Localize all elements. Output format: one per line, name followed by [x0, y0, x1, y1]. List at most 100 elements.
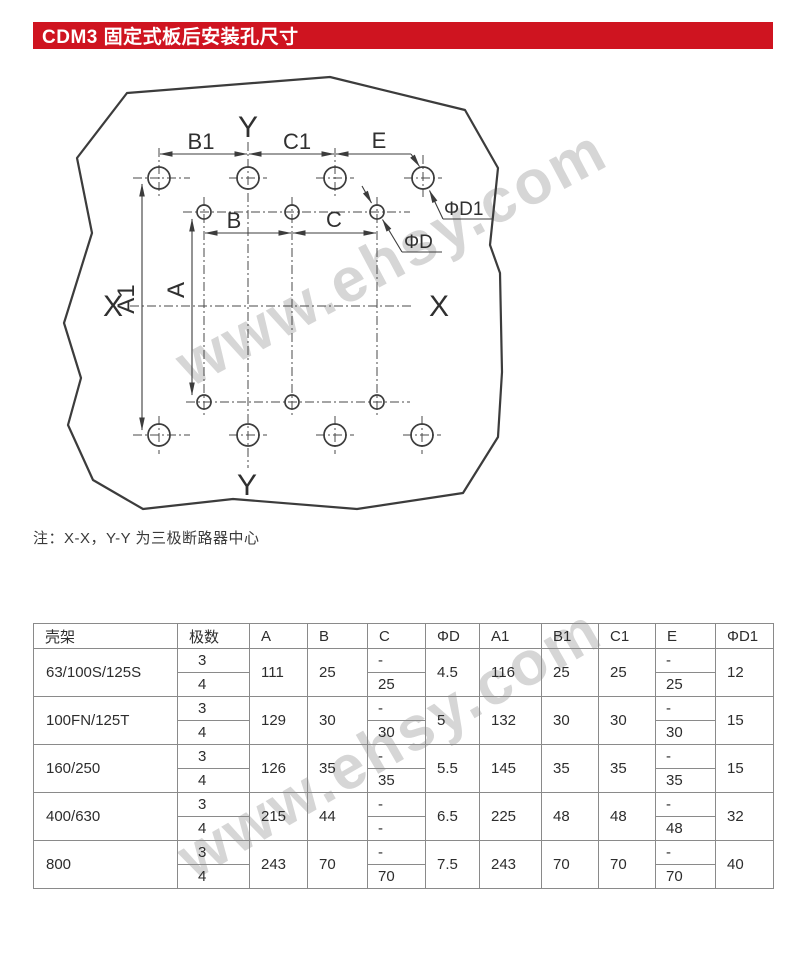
phid-cell: 6.5: [425, 792, 480, 841]
column-header: B1: [541, 623, 599, 649]
e-cell: -: [655, 840, 716, 865]
phid1-cell: 15: [715, 744, 774, 793]
e-cell: 70: [655, 864, 716, 889]
c1-cell: 35: [598, 744, 656, 793]
b1-cell: 48: [541, 792, 599, 841]
table-row: 4 70 70: [34, 864, 774, 889]
column-header: 极数: [177, 623, 250, 649]
frame-cell: 63/100S/125S: [33, 648, 178, 697]
label-y-top: Y: [238, 111, 258, 144]
table-row: 4 - 48: [34, 816, 774, 841]
table-row: 4 30 30: [34, 720, 774, 745]
e-cell: -: [655, 648, 716, 673]
c-cell: -: [367, 648, 426, 673]
frame-cell: 160/250: [33, 744, 178, 793]
c-cell: 30: [367, 720, 426, 745]
a1-cell: 145: [479, 744, 542, 793]
poles-cell: 3: [177, 792, 250, 817]
a-cell: 126: [249, 744, 308, 793]
phid-cell: 5.5: [425, 744, 480, 793]
a1-cell: 225: [479, 792, 542, 841]
phid1-cell: 15: [715, 696, 774, 745]
a-cell: 129: [249, 696, 308, 745]
a-cell: 215: [249, 792, 308, 841]
phid-cell: 5: [425, 696, 480, 745]
e-cell: 48: [655, 816, 716, 841]
c1-cell: 48: [598, 792, 656, 841]
poles-cell: 3: [177, 840, 250, 865]
frame-cell: 400/630: [33, 792, 178, 841]
c-cell: -: [367, 816, 426, 841]
plate-outline: [62, 75, 504, 511]
label-c: C: [326, 207, 342, 232]
poles-cell: 4: [177, 816, 250, 841]
label-phi-d1: ΦD1: [444, 199, 483, 220]
phid1-cell: 32: [715, 792, 774, 841]
c1-cell: 25: [598, 648, 656, 697]
diagram-labels: Y Y X X B1 C1 E B C A1 A ΦD1 ΦD: [103, 111, 483, 502]
label-b: B: [227, 208, 242, 233]
e-cell: 35: [655, 768, 716, 793]
poles-cell: 3: [177, 696, 250, 721]
frame-cell: 100FN/125T: [33, 696, 178, 745]
mounting-hole-diagram: Y Y X X B1 C1 E B C A1 A ΦD1 ΦD: [62, 75, 504, 511]
column-header: ΦD: [425, 623, 480, 649]
poles-cell: 4: [177, 672, 250, 697]
b1-cell: 30: [541, 696, 599, 745]
a1-cell: 243: [479, 840, 542, 889]
c-cell: -: [367, 744, 426, 769]
c-cell: 35: [367, 768, 426, 793]
b-cell: 70: [307, 840, 368, 889]
e-cell: 30: [655, 720, 716, 745]
column-header: E: [655, 623, 716, 649]
column-header: A1: [479, 623, 542, 649]
label-b1: B1: [188, 129, 215, 154]
phid1-cell: 12: [715, 648, 774, 697]
poles-cell: 4: [177, 864, 250, 889]
a-cell: 243: [249, 840, 308, 889]
poles-cell: 3: [177, 648, 250, 673]
a-cell: 111: [249, 648, 308, 697]
label-y-bottom: Y: [237, 469, 257, 502]
column-header: B: [307, 623, 368, 649]
mounting-holes: [147, 166, 435, 447]
e-cell: 25: [655, 672, 716, 697]
label-phi-d: ΦD: [404, 232, 433, 253]
a1-cell: 116: [479, 648, 542, 697]
poles-cell: 3: [177, 744, 250, 769]
c-cell: -: [367, 840, 426, 865]
c-cell: -: [367, 792, 426, 817]
poles-cell: 4: [177, 720, 250, 745]
e-cell: -: [655, 696, 716, 721]
c-cell: 70: [367, 864, 426, 889]
c1-cell: 30: [598, 696, 656, 745]
column-header: C: [367, 623, 426, 649]
phid-cell: 4.5: [425, 648, 480, 697]
dimension-lines: [139, 151, 492, 431]
b1-cell: 35: [541, 744, 599, 793]
b-cell: 35: [307, 744, 368, 793]
label-x-left: X: [103, 290, 123, 323]
label-a1: A1: [113, 284, 140, 313]
b-cell: 25: [307, 648, 368, 697]
label-a: A: [163, 282, 190, 298]
frame-cell: 800: [33, 840, 178, 889]
note-text: 注：X-X，Y-Y 为三极断路器中心: [33, 530, 260, 547]
c1-cell: 70: [598, 840, 656, 889]
column-header: C1: [598, 623, 656, 649]
c-cell: 25: [367, 672, 426, 697]
label-x-right: X: [429, 290, 449, 323]
b-cell: 30: [307, 696, 368, 745]
page-title: CDM3 固定式板后安装孔尺寸: [42, 27, 299, 48]
b1-cell: 25: [541, 648, 599, 697]
e-cell: -: [655, 792, 716, 817]
